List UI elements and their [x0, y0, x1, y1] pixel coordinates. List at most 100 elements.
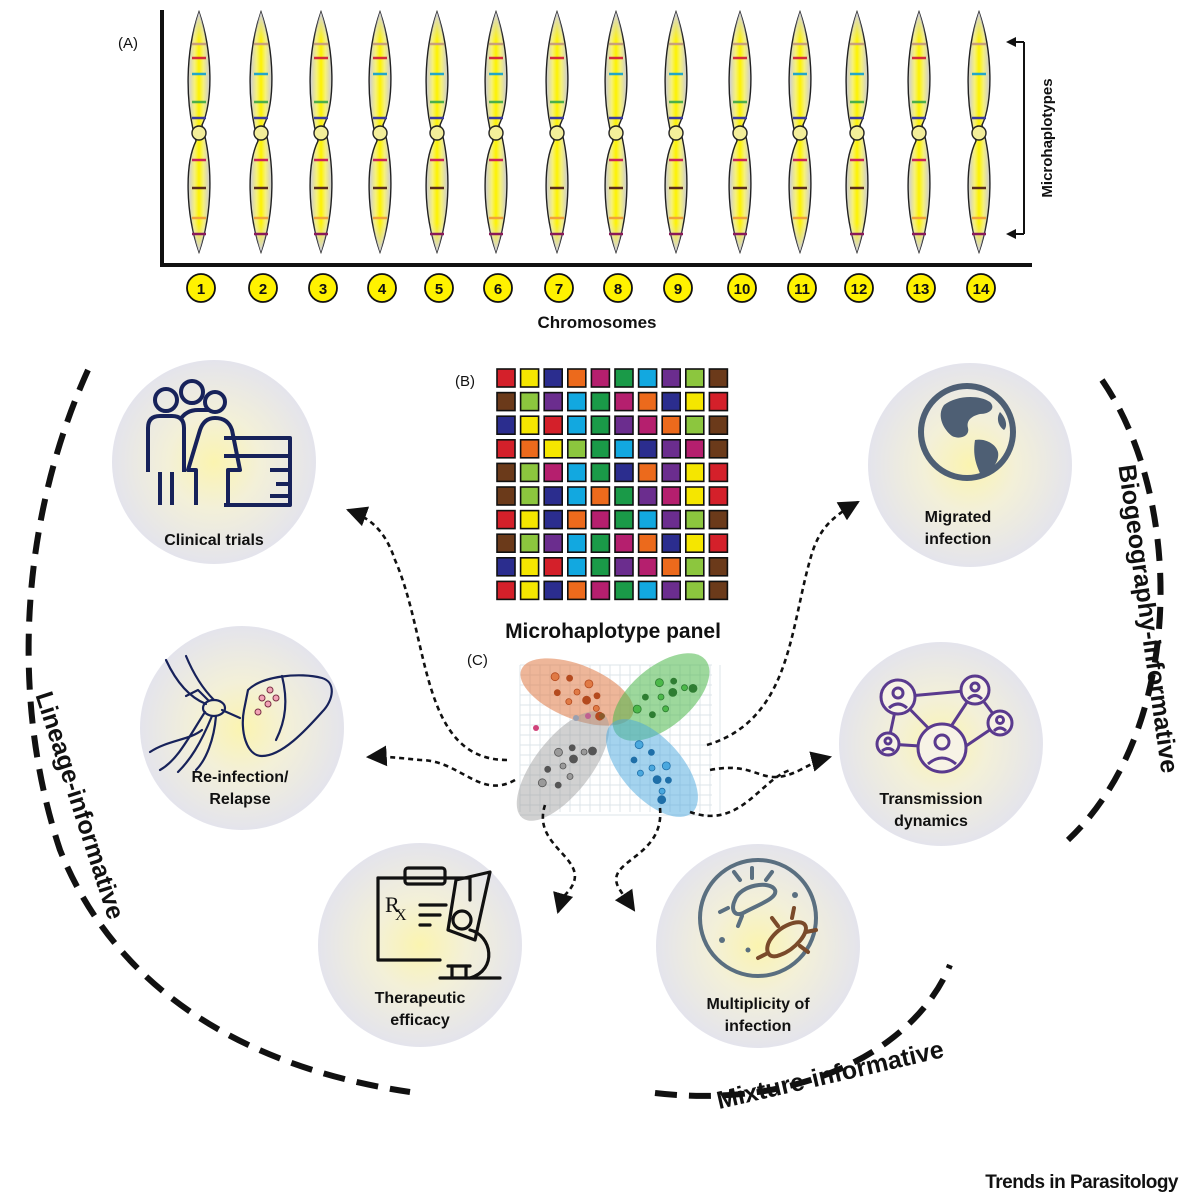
- chromosome-number: 13: [906, 273, 936, 303]
- grid-cell: [661, 556, 682, 577]
- arrows: [346, 500, 860, 914]
- microhaplotype-bracket: [1006, 37, 1025, 239]
- grid-cell: [519, 438, 540, 459]
- chromosome-number-text: 11: [794, 281, 810, 298]
- grid-cell: [637, 368, 658, 388]
- cluster-point: [554, 781, 562, 789]
- grid-cell: [496, 368, 516, 388]
- chromosome: [484, 9, 508, 255]
- grid-cell: [637, 415, 658, 436]
- svg-text:X: X: [395, 907, 407, 924]
- node-migrated: Migrated infection: [868, 363, 1072, 567]
- grid-cell: [684, 533, 705, 554]
- grid-cell: [684, 391, 705, 412]
- cluster-point: [681, 684, 688, 692]
- chromosome: [604, 9, 628, 255]
- grid-cell: [519, 509, 540, 530]
- cluster-point: [569, 754, 578, 764]
- grid-cell: [637, 486, 658, 506]
- grid-cell: [566, 391, 587, 412]
- grid-cell: [614, 368, 634, 388]
- arrow-to-transmission: [709, 751, 833, 779]
- cluster-point: [649, 711, 656, 719]
- chromosome: [187, 9, 211, 255]
- grid-cell: [708, 368, 729, 388]
- grid-cell: [590, 368, 611, 388]
- chromosome: [249, 9, 273, 255]
- cluster-point: [637, 769, 644, 777]
- petri-dish-bacteria-icon: [698, 858, 818, 978]
- grid-cell: [684, 486, 705, 506]
- bracket-label: Microhaplotypes: [1039, 78, 1056, 197]
- chromosome-number-text: 1: [197, 281, 205, 298]
- network-icon: [875, 674, 1014, 774]
- chromosome: [728, 9, 752, 255]
- cluster-point: [582, 695, 591, 705]
- cluster-point: [661, 761, 671, 771]
- cluster-point: [642, 693, 649, 701]
- panel-a-label: (A): [118, 35, 138, 52]
- grid-cell: [566, 580, 587, 601]
- grid-cell: [590, 533, 611, 554]
- grid-cell: [661, 533, 682, 554]
- grid-cell: [614, 438, 634, 459]
- grid-cell: [661, 368, 682, 388]
- grid-cell: [543, 533, 564, 554]
- panel-b-label: (B): [455, 373, 475, 390]
- grid-cell: [496, 438, 516, 459]
- cluster-point: [553, 689, 561, 697]
- grid-cell: [519, 391, 540, 412]
- grid-cell: [543, 509, 564, 530]
- grid-cell: [637, 580, 658, 601]
- grid-cell: [543, 580, 564, 601]
- cluster-point: [584, 679, 594, 689]
- grid-cell: [590, 462, 611, 483]
- grid-cell: [519, 580, 540, 601]
- migrated-label-2: infection: [925, 531, 992, 548]
- grid-cell: [496, 556, 516, 577]
- grid-cell: [566, 556, 587, 577]
- chromosome: [664, 9, 688, 255]
- grid-cell: [590, 580, 611, 601]
- chromosome-number: 12: [844, 273, 874, 303]
- grid-cell: [637, 438, 658, 459]
- grid-cell: [708, 391, 729, 412]
- grid-cell: [708, 415, 729, 436]
- node-multiplicity: Multiplicity of infection: [656, 844, 860, 1048]
- grid-cell: [566, 486, 587, 506]
- transmission-label-2: dynamics: [894, 813, 968, 830]
- grid-cell: [543, 438, 564, 459]
- chromosome-number-text: 4: [378, 281, 387, 298]
- grid-cell: [637, 462, 658, 483]
- grid-cell: [543, 462, 564, 483]
- multiplicity-label-2: infection: [725, 1018, 792, 1035]
- grid-cell: [708, 533, 729, 554]
- grid-cell: [614, 391, 634, 412]
- grid-cell: [661, 509, 682, 530]
- grid-cell: [496, 509, 516, 530]
- grid-cell: [614, 556, 634, 577]
- grid-cell: [590, 438, 611, 459]
- node-therapeutic: R X Therapeutic efficacy: [318, 843, 522, 1047]
- therapeutic-label-2: efficacy: [390, 1012, 450, 1029]
- node-transmission: Transmission dynamics: [839, 642, 1043, 846]
- grid-cell: [708, 509, 729, 530]
- clinical-trials-label: Clinical trials: [164, 532, 264, 549]
- reinfection-label-1: Re-infection/: [192, 769, 289, 786]
- grid-cell: [614, 533, 634, 554]
- grid-cell: [590, 509, 611, 530]
- arrow-to-transmission-lower: [689, 768, 791, 818]
- grid-cell: [519, 368, 540, 388]
- grid-cell: [590, 486, 611, 506]
- cluster-point: [544, 765, 552, 773]
- grid-cell: [614, 486, 634, 506]
- grid-cell: [543, 486, 564, 506]
- chromosome-number-text: 7: [555, 281, 563, 298]
- biogeography-label: Biogeography-informative: [1112, 463, 1183, 775]
- cluster-point: [657, 795, 667, 805]
- cluster-point: [566, 773, 574, 780]
- grid-cell: [684, 509, 705, 530]
- grid-cell: [566, 415, 587, 436]
